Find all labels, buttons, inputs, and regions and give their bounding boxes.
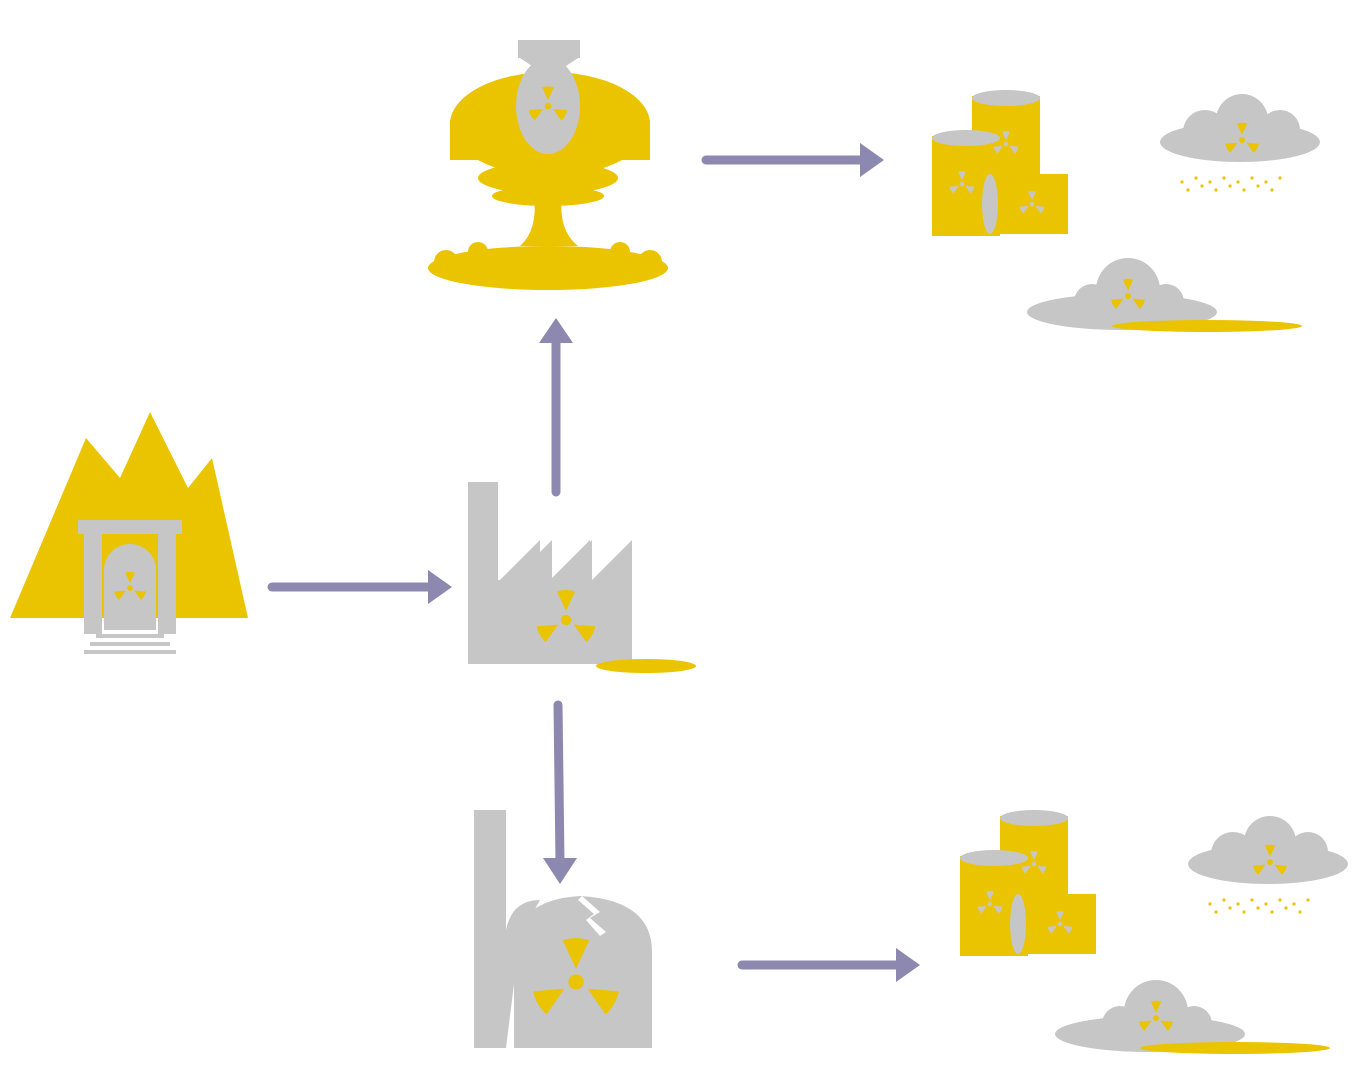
power-fallout-spill-icon <box>1055 980 1330 1054</box>
arrow-factory-to-plant <box>543 700 577 884</box>
nuclear-power-plant-icon <box>474 810 652 1048</box>
nuclear-bomb-icon <box>428 40 668 290</box>
processing-factory-icon <box>468 482 696 673</box>
arrow-bomb-to-waste <box>701 143 884 177</box>
arrow-factory-to-bomb <box>539 318 573 497</box>
arrow-mine-to-factory <box>267 570 452 604</box>
uranium-mine-icon <box>10 412 248 654</box>
arrow-plant-to-waste <box>737 948 920 982</box>
power-waste-barrels-icon <box>960 810 1096 956</box>
weapons-fallout-rain-icon <box>1160 94 1320 192</box>
weapons-waste-barrels-icon <box>932 90 1068 236</box>
power-fallout-rain-icon <box>1188 816 1348 914</box>
weapons-fallout-spill-icon <box>1027 258 1302 332</box>
